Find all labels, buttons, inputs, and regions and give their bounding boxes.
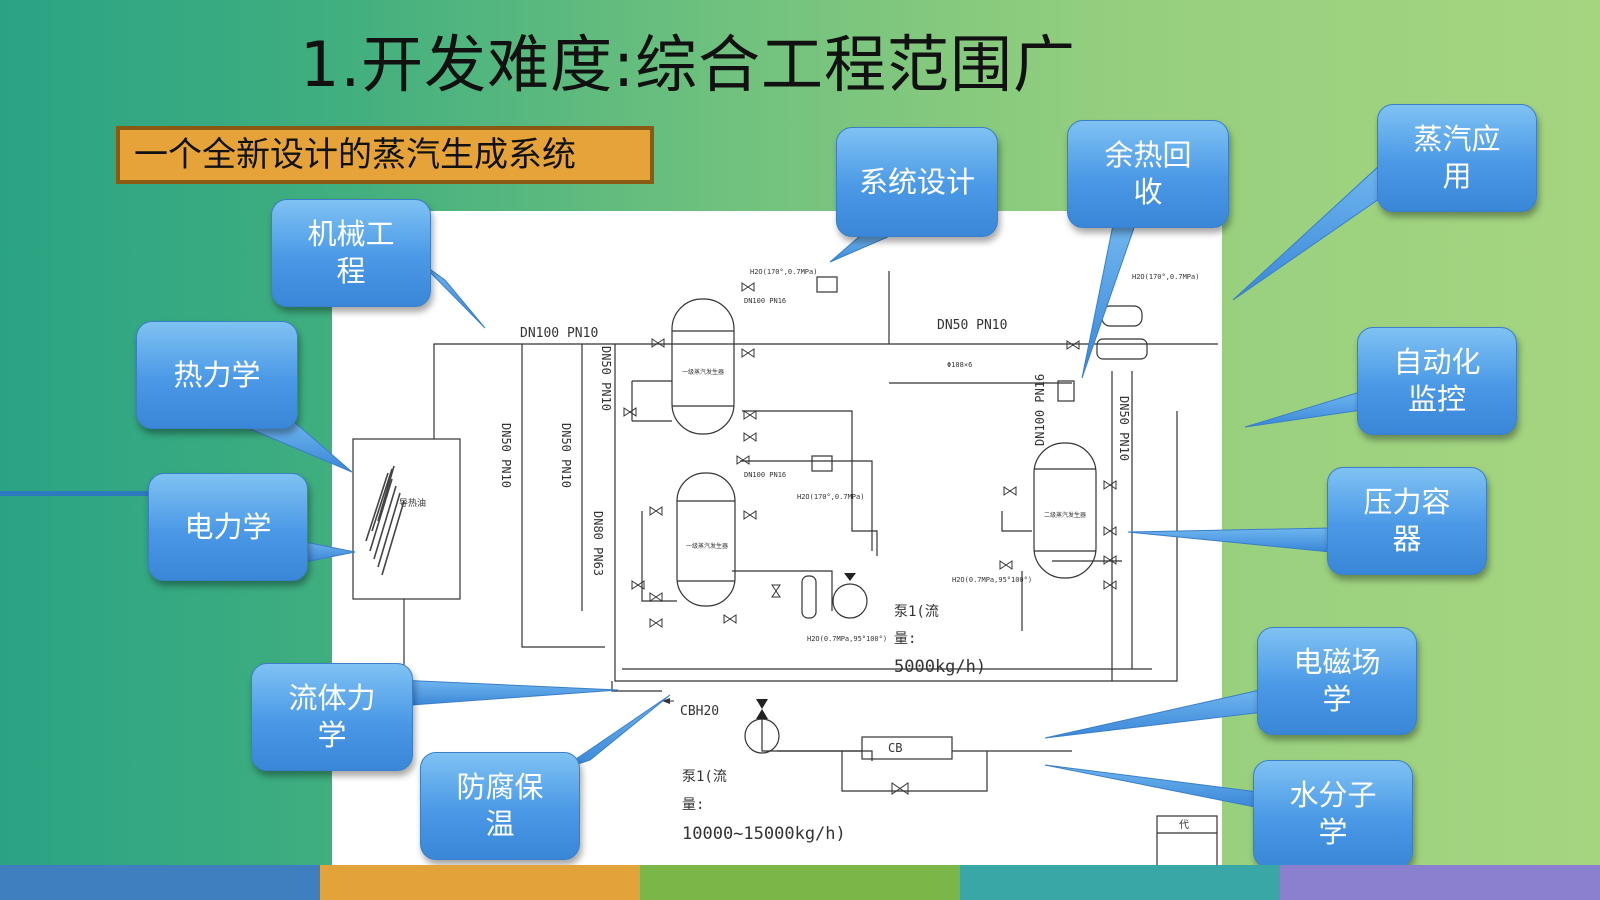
h2o-right-top-label: H2O(170°,0.7MPa) (1132, 273, 1199, 281)
gen1-label: 一级蒸汽发生器 (682, 368, 724, 376)
pipe-pump-line (732, 570, 833, 611)
small-tank (801, 575, 817, 619)
footer-bar-5 (1280, 865, 1600, 900)
pipe-dn50-v1 (521, 344, 605, 648)
right-device-2 (1096, 338, 1148, 360)
slide-title: 1.开发难度:综合工程范围广 (300, 28, 1077, 101)
gen1-vessel (671, 298, 735, 435)
heater-label: 导热油 (399, 497, 426, 509)
right-device-1 (1101, 305, 1143, 327)
pipe-gen3-out (1021, 560, 1122, 631)
pipe-dn50-v2-label: DN50 PN10 (559, 423, 573, 488)
cbh-arrowhead (662, 698, 670, 704)
corner-box-label: 代 (1179, 819, 1189, 831)
gen3-label: 二级蒸汽发生器 (1044, 511, 1086, 519)
dn100-mid-label: DN100 PN16 (744, 471, 786, 479)
gen2-label: 一级蒸汽发生器 (686, 542, 728, 550)
cb-box (861, 736, 953, 760)
callout-anticorrosion: 防腐保温 (420, 752, 580, 860)
trap-2 (811, 455, 833, 472)
callout-water-molecule: 水分子学 (1253, 760, 1413, 868)
callout-steam-application: 蒸汽应用 (1377, 104, 1537, 212)
callout-automation-monitoring: 自动化监控 (1357, 327, 1517, 435)
callout-pressure-vessel: 压力容器 (1327, 467, 1487, 575)
callout-electromagnetic-field: 电磁场学 (1257, 627, 1417, 735)
pipe-bypass (841, 751, 988, 792)
callout-electricity: 电力学 (148, 473, 308, 581)
callout-waste-heat-recovery: 余热回收 (1067, 120, 1229, 228)
gen2-vessel (676, 472, 736, 607)
pipe-dn100-label: DN100 PN10 (520, 326, 598, 341)
h2o-pump-label: H2O(0.7MPa,95°100°) (807, 635, 887, 643)
callout-fluid-mechanics: 流体力学 (251, 663, 413, 771)
footer-bar-1 (0, 865, 320, 900)
slide-subtitle: 一个全新设计的蒸汽生成系统 (116, 126, 654, 184)
steam-system-schematic: 导热油 一级蒸汽发生器 一级蒸汽发生器 (352, 268, 1218, 890)
pipe-dn50-right-label: DN50 PN10 (1117, 396, 1131, 461)
pipe-cbh (611, 681, 662, 692)
pipe-dn80-label: DN80 PN63 (591, 511, 605, 576)
footer-bar-3 (640, 865, 960, 900)
pump1-line2: 量: (894, 631, 916, 647)
gen3-vessel (1033, 442, 1097, 579)
pipe-dn50-v1-label: DN50 PN10 (499, 423, 513, 488)
tail-steam-app (1232, 164, 1393, 301)
footer-bar-2 (320, 865, 640, 900)
cb-label: CB (888, 741, 902, 755)
pump-2-valve (756, 699, 768, 719)
pump2-flow: 10000~15000kg/h) (682, 824, 846, 844)
h2o-mid-label: H2O(170°,0.7MPa) (797, 493, 864, 501)
dn100-small-label: DN100 PN16 (744, 297, 786, 305)
pipe-dn50-v3-label: DN50 PN10 (599, 346, 613, 411)
pipe-108-label: Φ108×6 (947, 361, 972, 369)
pump-1 (832, 583, 868, 619)
pump1-line1: 泵1(流 (894, 604, 939, 620)
callout-thermodynamics: 热力学 (136, 321, 298, 429)
pump2-line1: 泵1(流 (682, 769, 727, 785)
footer-bar-4 (960, 865, 1280, 900)
pipe-dn100 (433, 343, 615, 439)
h2o-right-low-label: H2O(0.7MPa,95°100°) (952, 576, 1032, 584)
valve-set (623, 282, 1117, 795)
pipe-mid2 (740, 460, 873, 551)
pipe-dn50-top-label: DN50 PN10 (937, 318, 1007, 333)
trap-1 (816, 276, 838, 293)
pipe-mid (742, 410, 878, 556)
pipe-gen3-in (1001, 511, 1032, 532)
instrument-box (1057, 380, 1075, 402)
pump1-flow: 5000kg/h) (894, 657, 986, 677)
pipe-gen2-loop (641, 511, 677, 602)
h2o-top-label: H2O(170°,0.7MPa) (750, 268, 817, 276)
pump-1-valve (844, 573, 856, 581)
cbh20-label: CBH20 (680, 704, 719, 719)
tail-automation (1244, 391, 1363, 428)
heater-box (352, 438, 461, 600)
callout-mechanical-engineering: 机械工程 (271, 199, 431, 307)
callout-system-design: 系统设计 (836, 127, 998, 237)
pump2-line2: 量: (682, 797, 704, 813)
pipe-dn100-pn16-label: DN100 PN16 (1033, 374, 1047, 446)
pipe-gen1-loop (631, 380, 672, 422)
heater-coil (365, 465, 405, 576)
left-accent-line (0, 491, 148, 496)
